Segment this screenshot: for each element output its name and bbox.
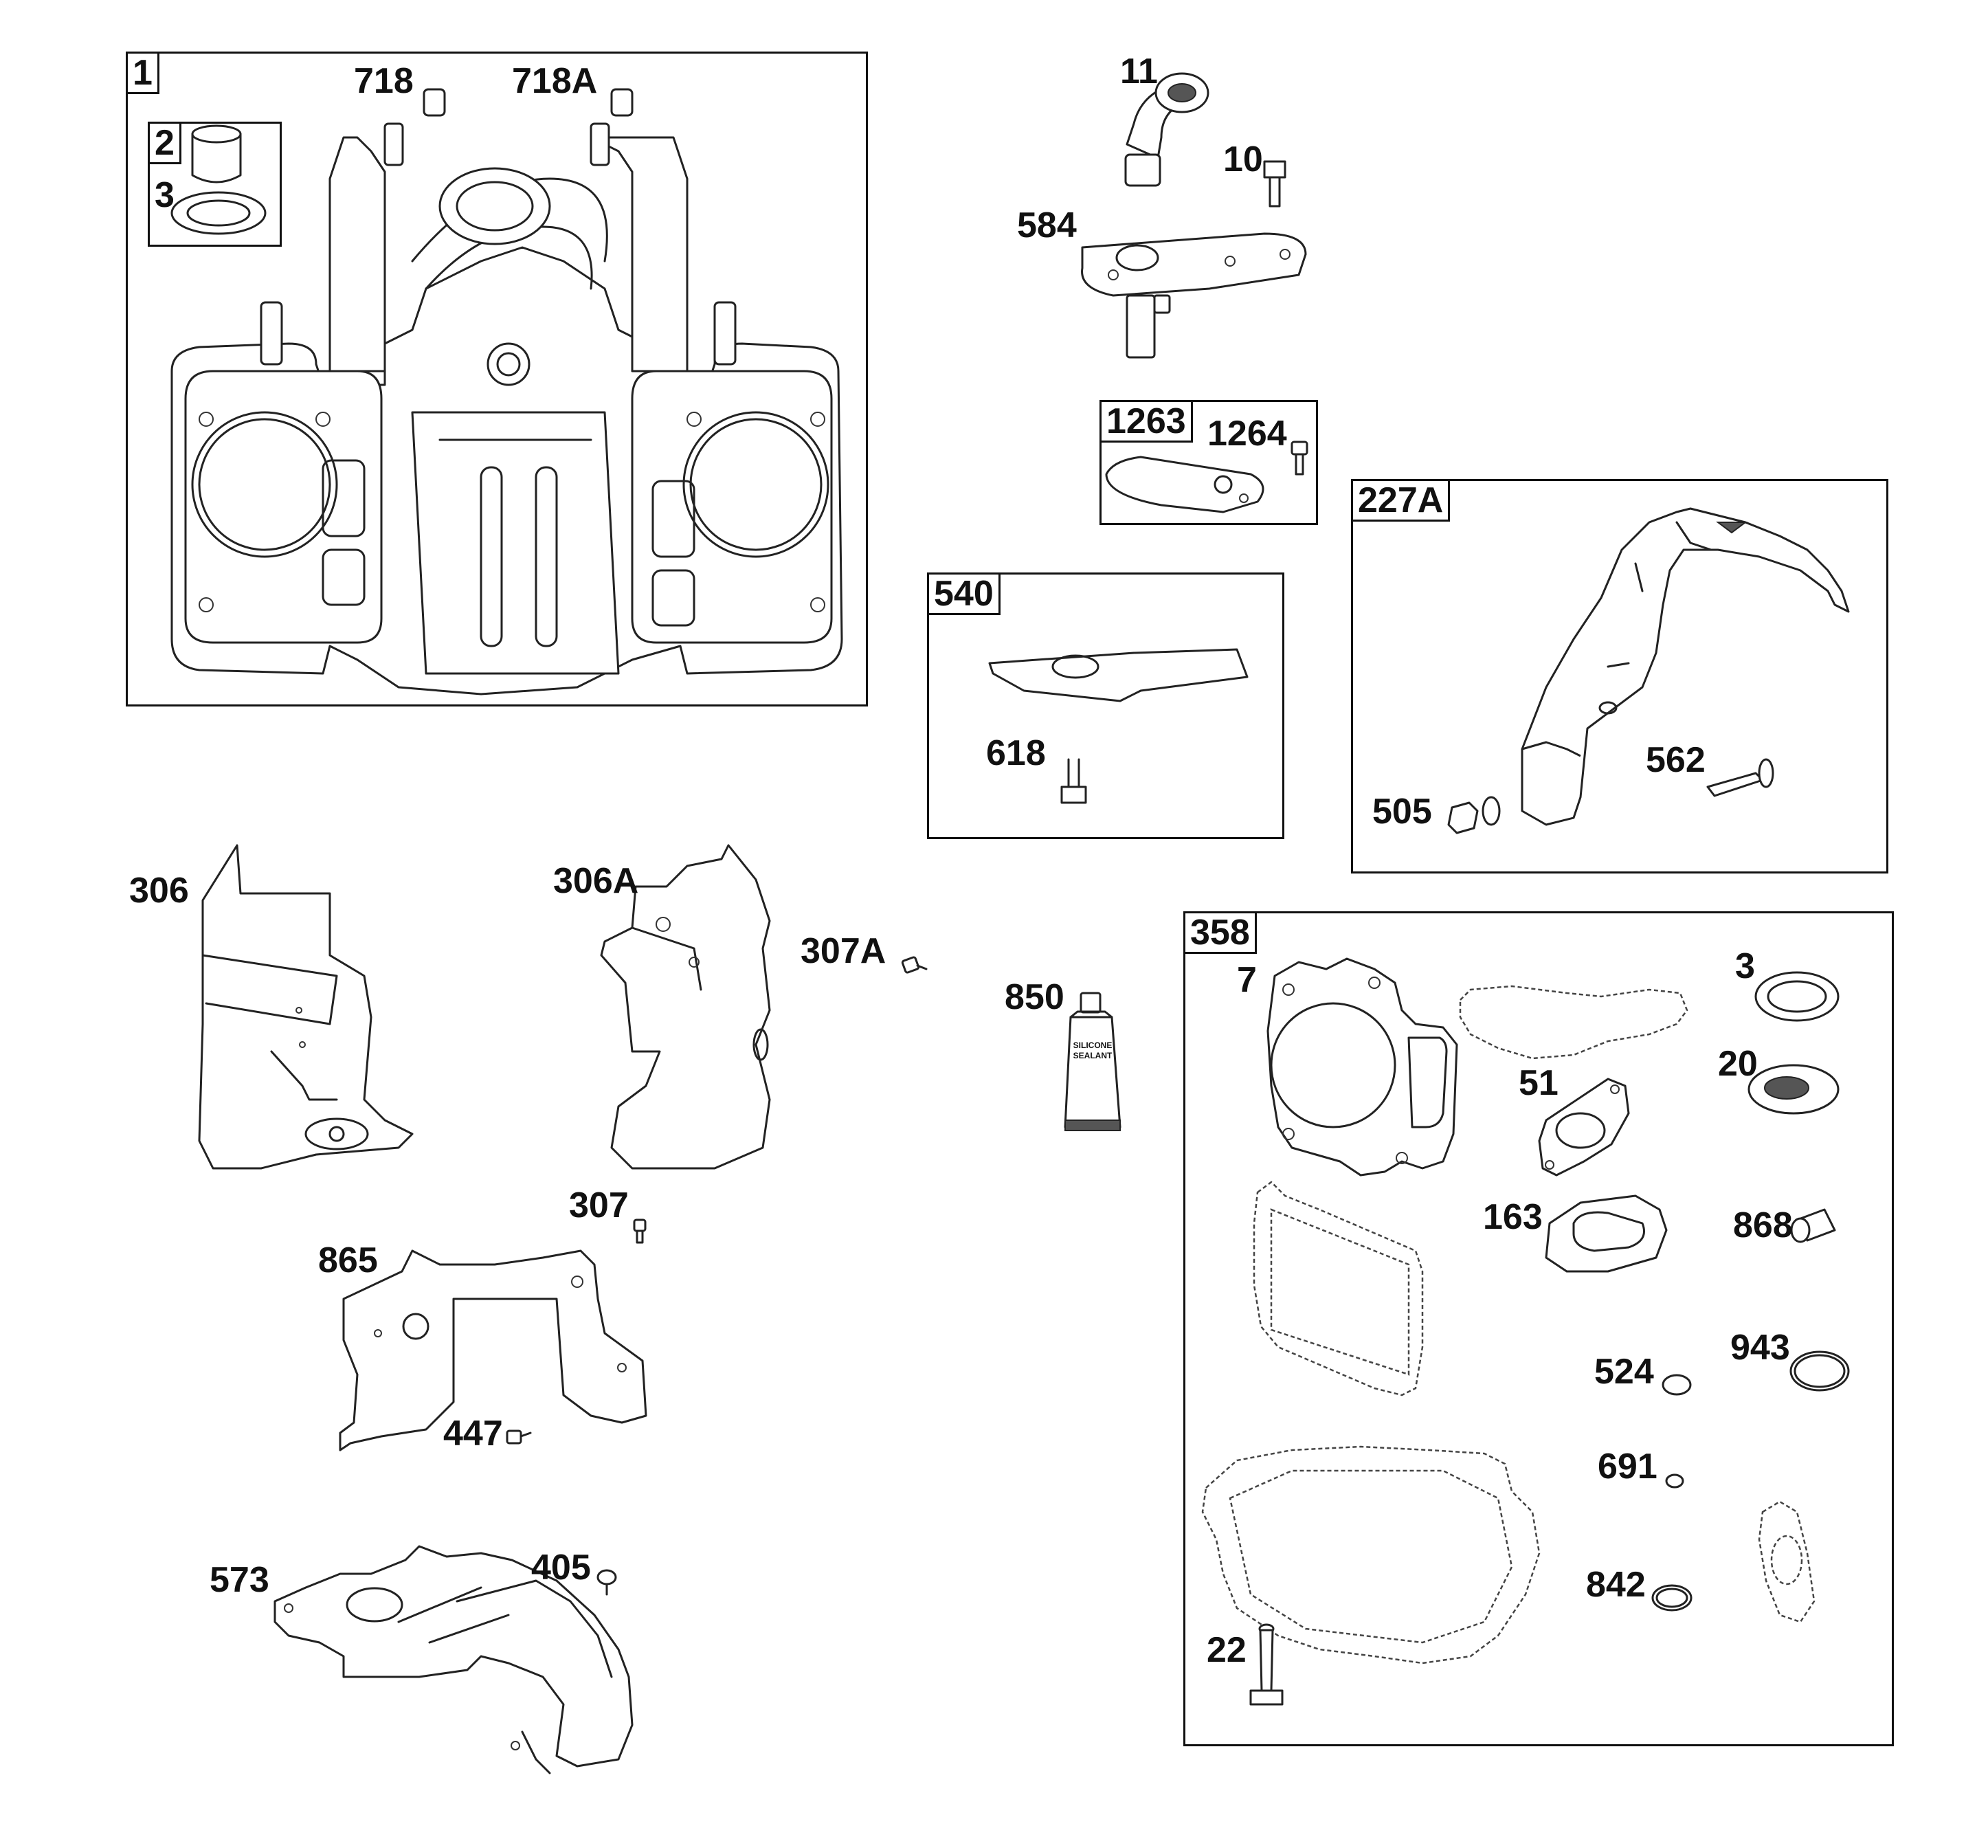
plate-icon	[1105, 456, 1264, 513]
kit-tag-1263: 1263	[1099, 400, 1193, 443]
callout-584: 584	[1017, 205, 1077, 245]
callout-307A: 307A	[801, 931, 886, 971]
callout-524: 524	[1594, 1352, 1654, 1392]
callout-3-kit358: 3	[1735, 946, 1755, 986]
tube-label-line2: SEALANT	[1073, 1051, 1113, 1060]
callout-505: 505	[1372, 792, 1432, 832]
tube-label-line1: SILICONE	[1073, 1040, 1113, 1050]
plate-icon	[1081, 232, 1307, 359]
callout-20: 20	[1718, 1044, 1758, 1084]
o-ring-icon	[1651, 1584, 1693, 1612]
o-ring-icon	[1789, 1350, 1850, 1392]
bolt-icon	[1291, 441, 1308, 476]
callout-718: 718	[354, 61, 414, 101]
tube-icon: SILICONE SEALANT	[1064, 992, 1121, 1131]
bushing-icon	[610, 88, 634, 117]
gasket-icon	[1758, 1500, 1816, 1623]
bolt-icon	[1706, 758, 1774, 797]
bolt-icon	[901, 956, 928, 974]
bolt-icon	[596, 1569, 617, 1596]
gasket-icon	[1459, 985, 1688, 1060]
bolt-icon	[1249, 1623, 1284, 1706]
nut-icon	[1482, 796, 1501, 826]
gasket-icon	[1201, 1445, 1541, 1665]
callout-1264: 1264	[1207, 414, 1287, 454]
kit-box-1263: 1263	[1099, 400, 1318, 525]
gasket-icon	[1545, 1194, 1668, 1273]
engine-block-icon	[170, 122, 843, 695]
callout-562: 562	[1646, 740, 1706, 780]
callout-3-kit2: 3	[155, 175, 175, 215]
bolt-icon	[1263, 160, 1286, 208]
callout-850: 850	[1005, 977, 1064, 1017]
callout-865: 865	[318, 1240, 378, 1280]
callout-405: 405	[531, 1548, 591, 1588]
nut-icon	[1447, 801, 1479, 834]
callout-618: 618	[986, 733, 1046, 773]
shroud-icon	[198, 844, 414, 1170]
kit-tag-358: 358	[1183, 911, 1257, 954]
gasket-icon	[1253, 1181, 1424, 1396]
kit-box-1: 1	[126, 52, 868, 706]
callout-573: 573	[210, 1560, 269, 1600]
bolt-icon	[1060, 758, 1087, 804]
callout-51: 51	[1519, 1063, 1559, 1103]
bushing-icon	[423, 88, 446, 117]
kit-box-358: 358	[1183, 911, 1894, 1746]
callout-10: 10	[1223, 140, 1263, 179]
o-ring-icon	[1662, 1374, 1692, 1396]
kit-tag-227A: 227A	[1351, 479, 1451, 522]
callout-306: 306	[129, 871, 189, 911]
callout-943: 943	[1730, 1328, 1790, 1368]
callout-163: 163	[1483, 1197, 1543, 1237]
bushing-icon	[191, 133, 242, 183]
kit-tag-2: 2	[148, 122, 181, 164]
bracket-icon	[1521, 507, 1850, 826]
callout-22: 22	[1207, 1630, 1247, 1670]
callout-718A: 718A	[512, 61, 598, 101]
callout-842: 842	[1586, 1565, 1646, 1605]
shroud-icon	[339, 1249, 647, 1451]
o-ring-icon	[1665, 1473, 1684, 1489]
kit-tag-540: 540	[927, 572, 1001, 615]
callout-691: 691	[1598, 1447, 1657, 1487]
pipe-elbow-icon	[1124, 72, 1209, 187]
bolt-icon	[506, 1429, 532, 1445]
shroud-icon	[600, 844, 771, 1170]
callout-868: 868	[1733, 1205, 1793, 1245]
callout-307: 307	[569, 1185, 629, 1225]
kit-box-227A: 227A	[1351, 479, 1888, 873]
kit-box-540: 540	[927, 572, 1284, 839]
callout-11: 11	[1120, 52, 1158, 91]
bolt-icon	[633, 1218, 647, 1244]
callout-447: 447	[443, 1414, 503, 1454]
oil-seal-icon	[170, 191, 267, 235]
callout-7: 7	[1237, 960, 1257, 1000]
gasket-icon	[1266, 957, 1458, 1177]
kit-tag-1: 1	[126, 52, 159, 94]
shroud-icon	[273, 1545, 634, 1774]
oil-seal-icon	[1754, 971, 1840, 1022]
gasket-icon	[1538, 1078, 1630, 1177]
bushing-icon	[1790, 1208, 1836, 1243]
callout-306A: 306A	[553, 861, 639, 901]
kit-box-2: 2	[148, 122, 282, 247]
